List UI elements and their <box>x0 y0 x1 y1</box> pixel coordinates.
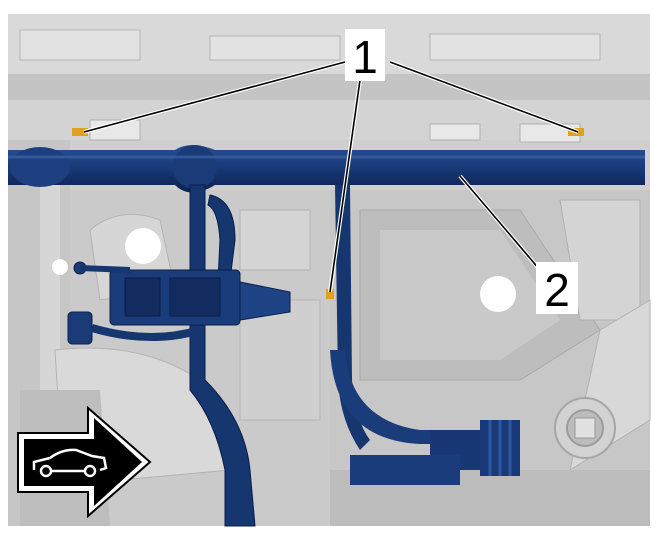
car-silhouette-icon <box>32 448 108 478</box>
body-hole <box>125 228 161 264</box>
main-harness <box>8 145 645 193</box>
callout-2: 2 <box>536 262 578 316</box>
callout-1-label: 1 <box>352 31 378 83</box>
leader-lines-inner <box>83 61 579 293</box>
callout-1: 1 <box>345 29 385 83</box>
left-harness-branch <box>67 184 291 527</box>
body-hole <box>480 276 516 312</box>
clip <box>72 128 88 136</box>
direction-arrow-icon <box>17 405 152 519</box>
body-hole <box>52 259 68 275</box>
clip <box>326 289 334 299</box>
callout-2-label: 2 <box>544 264 570 316</box>
center-harness-branch <box>330 185 520 485</box>
